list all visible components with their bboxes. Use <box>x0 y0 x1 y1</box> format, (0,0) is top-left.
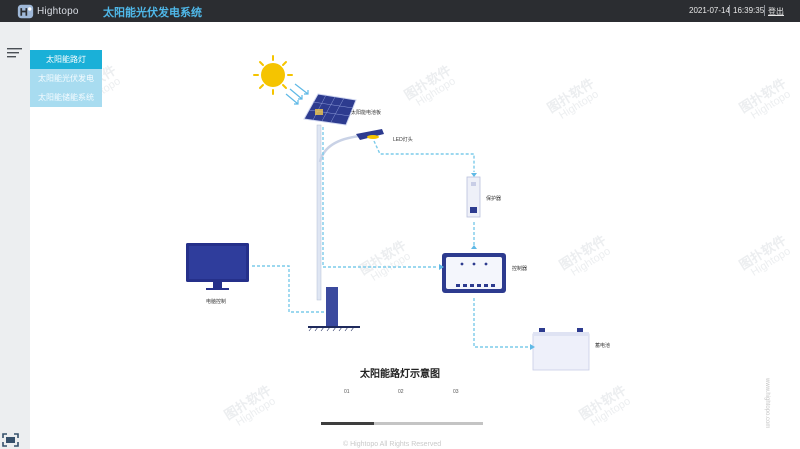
lamp-pole <box>308 124 361 332</box>
scene-menu: 太阳能路灯 太阳能光伏发电 太阳能储能系统 <box>30 50 102 107</box>
led-lamp-head[interactable] <box>356 129 384 140</box>
solar-streetlight-diagram: 太阳能电池板 LED灯头 保护器 控制器 电脑控制 蓄电池 太阳能路灯示意图 <box>30 22 800 449</box>
label-solar-panel: 太阳能电池板 <box>351 110 382 116</box>
menu-item-solar-storage[interactable]: 太阳能储能系统 <box>30 88 102 107</box>
pager-step-1[interactable]: 01 <box>344 389 350 395</box>
date-display: 2021-07-14 <box>689 6 730 15</box>
label-protector: 保护器 <box>486 196 502 202</box>
controller-device[interactable] <box>442 253 506 293</box>
menu-item-solar-pv[interactable]: 太阳能光伏发电 <box>30 69 102 88</box>
computer-monitor[interactable] <box>186 243 249 290</box>
side-url: www.hightopo.com <box>764 378 770 429</box>
sun-icon <box>253 55 293 95</box>
hightopo-logo-icon <box>17 4 34 18</box>
protector-device[interactable] <box>466 176 481 218</box>
app-title: 太阳能光伏发电系统 <box>103 7 202 19</box>
logo[interactable]: Hightopo <box>17 2 87 20</box>
label-led-lamp: LED灯头 <box>393 137 413 143</box>
divider <box>729 5 730 16</box>
left-rail <box>0 22 30 449</box>
solar-panel[interactable] <box>303 93 357 126</box>
diagram-title: 太阳能路灯示意图 <box>360 369 440 380</box>
logo-text: Hightopo <box>37 5 79 17</box>
logout-link[interactable]: 登出 <box>768 7 784 16</box>
pager-step-2[interactable]: 02 <box>398 389 404 395</box>
label-monitor: 电脑控制 <box>206 299 227 305</box>
diagram-canvas <box>186 55 590 371</box>
pager-track[interactable] <box>321 422 483 425</box>
menu-item-solar-streetlight[interactable]: 太阳能路灯 <box>30 50 102 69</box>
label-battery: 蓄电池 <box>595 343 611 349</box>
energy-flow-lines <box>252 127 528 348</box>
time-display: 16:39:35 <box>733 6 765 15</box>
pager-step-3[interactable]: 03 <box>453 389 459 395</box>
copyright-text: © Hightopo All Rights Reserved <box>343 441 442 448</box>
flow-arrowheads <box>439 173 535 350</box>
fullscreen-icon[interactable] <box>2 433 19 447</box>
top-bar: Hightopo 太阳能光伏发电系统 2021-07-14 16:39:35 登… <box>0 0 800 22</box>
battery[interactable] <box>532 328 590 371</box>
divider <box>764 5 765 16</box>
label-controller: 控制器 <box>512 266 528 272</box>
hamburger-menu-icon[interactable] <box>7 47 22 59</box>
pager-progress <box>321 422 375 425</box>
sunlight-arrows-icon <box>285 83 309 105</box>
